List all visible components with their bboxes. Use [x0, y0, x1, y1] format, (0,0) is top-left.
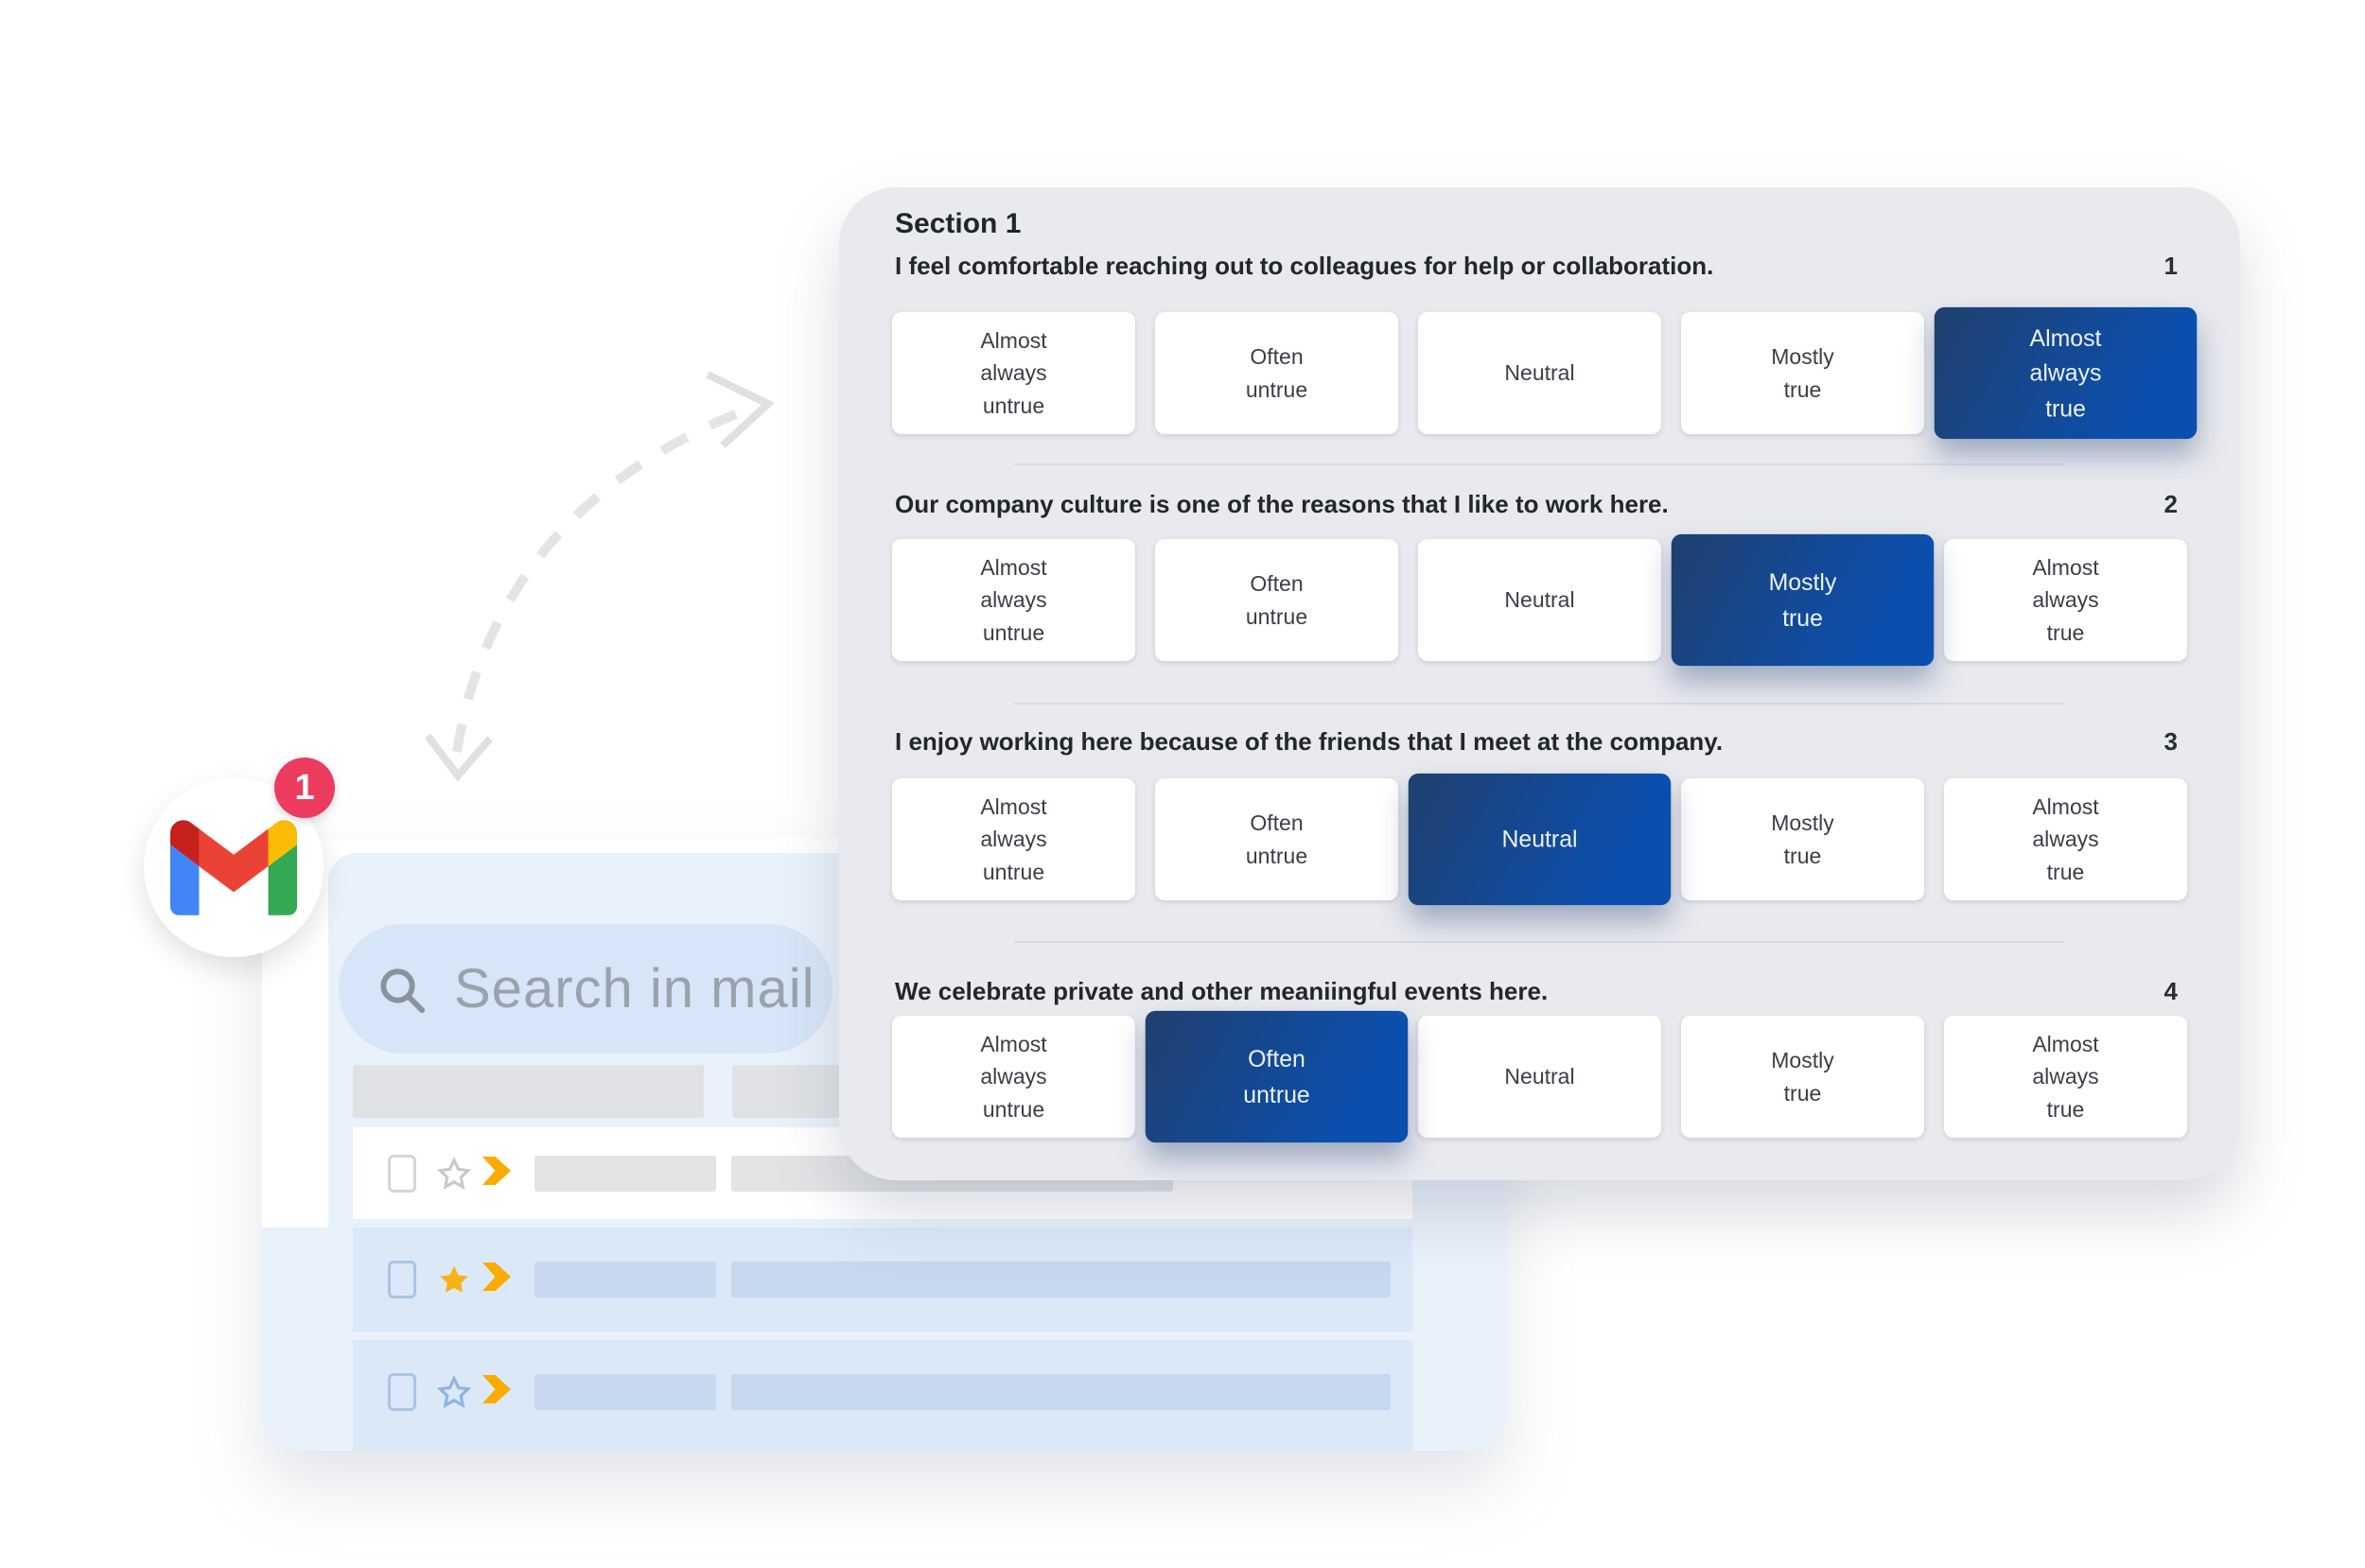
checkbox-icon [388, 1261, 416, 1298]
tab-placeholder-bar [353, 1065, 704, 1118]
search-placeholder: Search in mail [454, 958, 815, 1019]
notification-badge: 1 [274, 758, 335, 818]
option-often-untrue-selected[interactable]: Often untrue [1145, 1010, 1409, 1143]
option-almost-always-untrue[interactable]: Almost always untrue [892, 1016, 1135, 1138]
importance-marker-icon [482, 1375, 511, 1403]
star-filled-icon [440, 1265, 468, 1293]
email-text-placeholder [534, 1262, 716, 1298]
importance-marker-icon [482, 1263, 511, 1291]
option-almost-always-true-selected[interactable]: Almost always true [1934, 306, 2198, 440]
answer-options-row: Almost always untrue Often untrue Neutra… [892, 1010, 2187, 1143]
divider [1014, 463, 2064, 465]
email-text-placeholder [534, 1156, 716, 1192]
email-text-placeholder [731, 1262, 1391, 1298]
option-neutral[interactable]: Neutral [1418, 1016, 1661, 1138]
email-row [353, 1340, 1412, 1451]
email-text-placeholder [534, 1374, 716, 1410]
notification-count: 1 [294, 767, 315, 808]
divider [1014, 703, 2064, 705]
option-often-untrue[interactable]: Often untrue [1155, 778, 1398, 900]
option-mostly-true[interactable]: Mostly true [1681, 778, 1924, 900]
question-number: 1 [2164, 252, 2178, 280]
star-outline-icon [436, 1375, 472, 1408]
arrowhead-down-icon [424, 733, 494, 782]
option-mostly-true[interactable]: Mostly true [1681, 312, 1924, 434]
gmail-panel-left-strip [262, 1228, 334, 1451]
option-mostly-true-selected[interactable]: Mostly true [1671, 533, 1935, 667]
option-almost-always-untrue[interactable]: Almost always untrue [892, 778, 1135, 900]
option-mostly-true[interactable]: Mostly true [1681, 1016, 1924, 1138]
question-text: We celebrate private and other meaniingf… [895, 977, 1549, 1005]
search-icon [380, 967, 426, 1013]
survey-panel: Section 1 I feel comfortable reaching ou… [839, 187, 2240, 1180]
arrowhead-right-icon [706, 371, 776, 448]
checkbox-icon [388, 1373, 416, 1411]
option-almost-always-true[interactable]: Almost always true [1944, 1016, 2187, 1138]
option-almost-always-true[interactable]: Almost always true [1944, 778, 2187, 900]
answer-options-row: Almost always untrue Often untrue Neutra… [892, 773, 2187, 906]
answer-options-row: Almost always untrue Often untrue Neutra… [892, 533, 2187, 667]
option-neutral[interactable]: Neutral [1418, 539, 1661, 661]
option-often-untrue[interactable]: Often untrue [1155, 312, 1398, 434]
question-number: 2 [2164, 490, 2178, 518]
email-text-placeholder [731, 1374, 1391, 1410]
option-almost-always-true[interactable]: Almost always true [1944, 539, 2187, 661]
divider [1014, 941, 2064, 943]
importance-marker-icon [482, 1157, 511, 1185]
option-often-untrue[interactable]: Often untrue [1155, 539, 1398, 661]
option-almost-always-untrue[interactable]: Almost always untrue [892, 539, 1135, 661]
option-neutral-selected[interactable]: Neutral [1408, 773, 1672, 906]
checkbox-icon [388, 1155, 416, 1193]
email-row [353, 1228, 1412, 1332]
answer-options-row: Almost always untrue Often untrue Neutra… [892, 306, 2198, 440]
question-number: 3 [2164, 727, 2178, 756]
question-text: I feel comfortable reaching out to colle… [895, 252, 1714, 280]
question-text: I enjoy working here because of the frie… [895, 727, 1724, 756]
star-outline-icon [436, 1157, 472, 1190]
option-neutral[interactable]: Neutral [1418, 312, 1661, 434]
search-input: Search in mail [339, 924, 832, 1054]
section-title: Section 1 [895, 208, 1022, 239]
gmail-logo-icon [170, 819, 297, 915]
option-almost-always-untrue[interactable]: Almost always untrue [892, 312, 1135, 434]
question-number: 4 [2164, 977, 2178, 1005]
question-text: Our company culture is one of the reason… [895, 490, 1669, 518]
